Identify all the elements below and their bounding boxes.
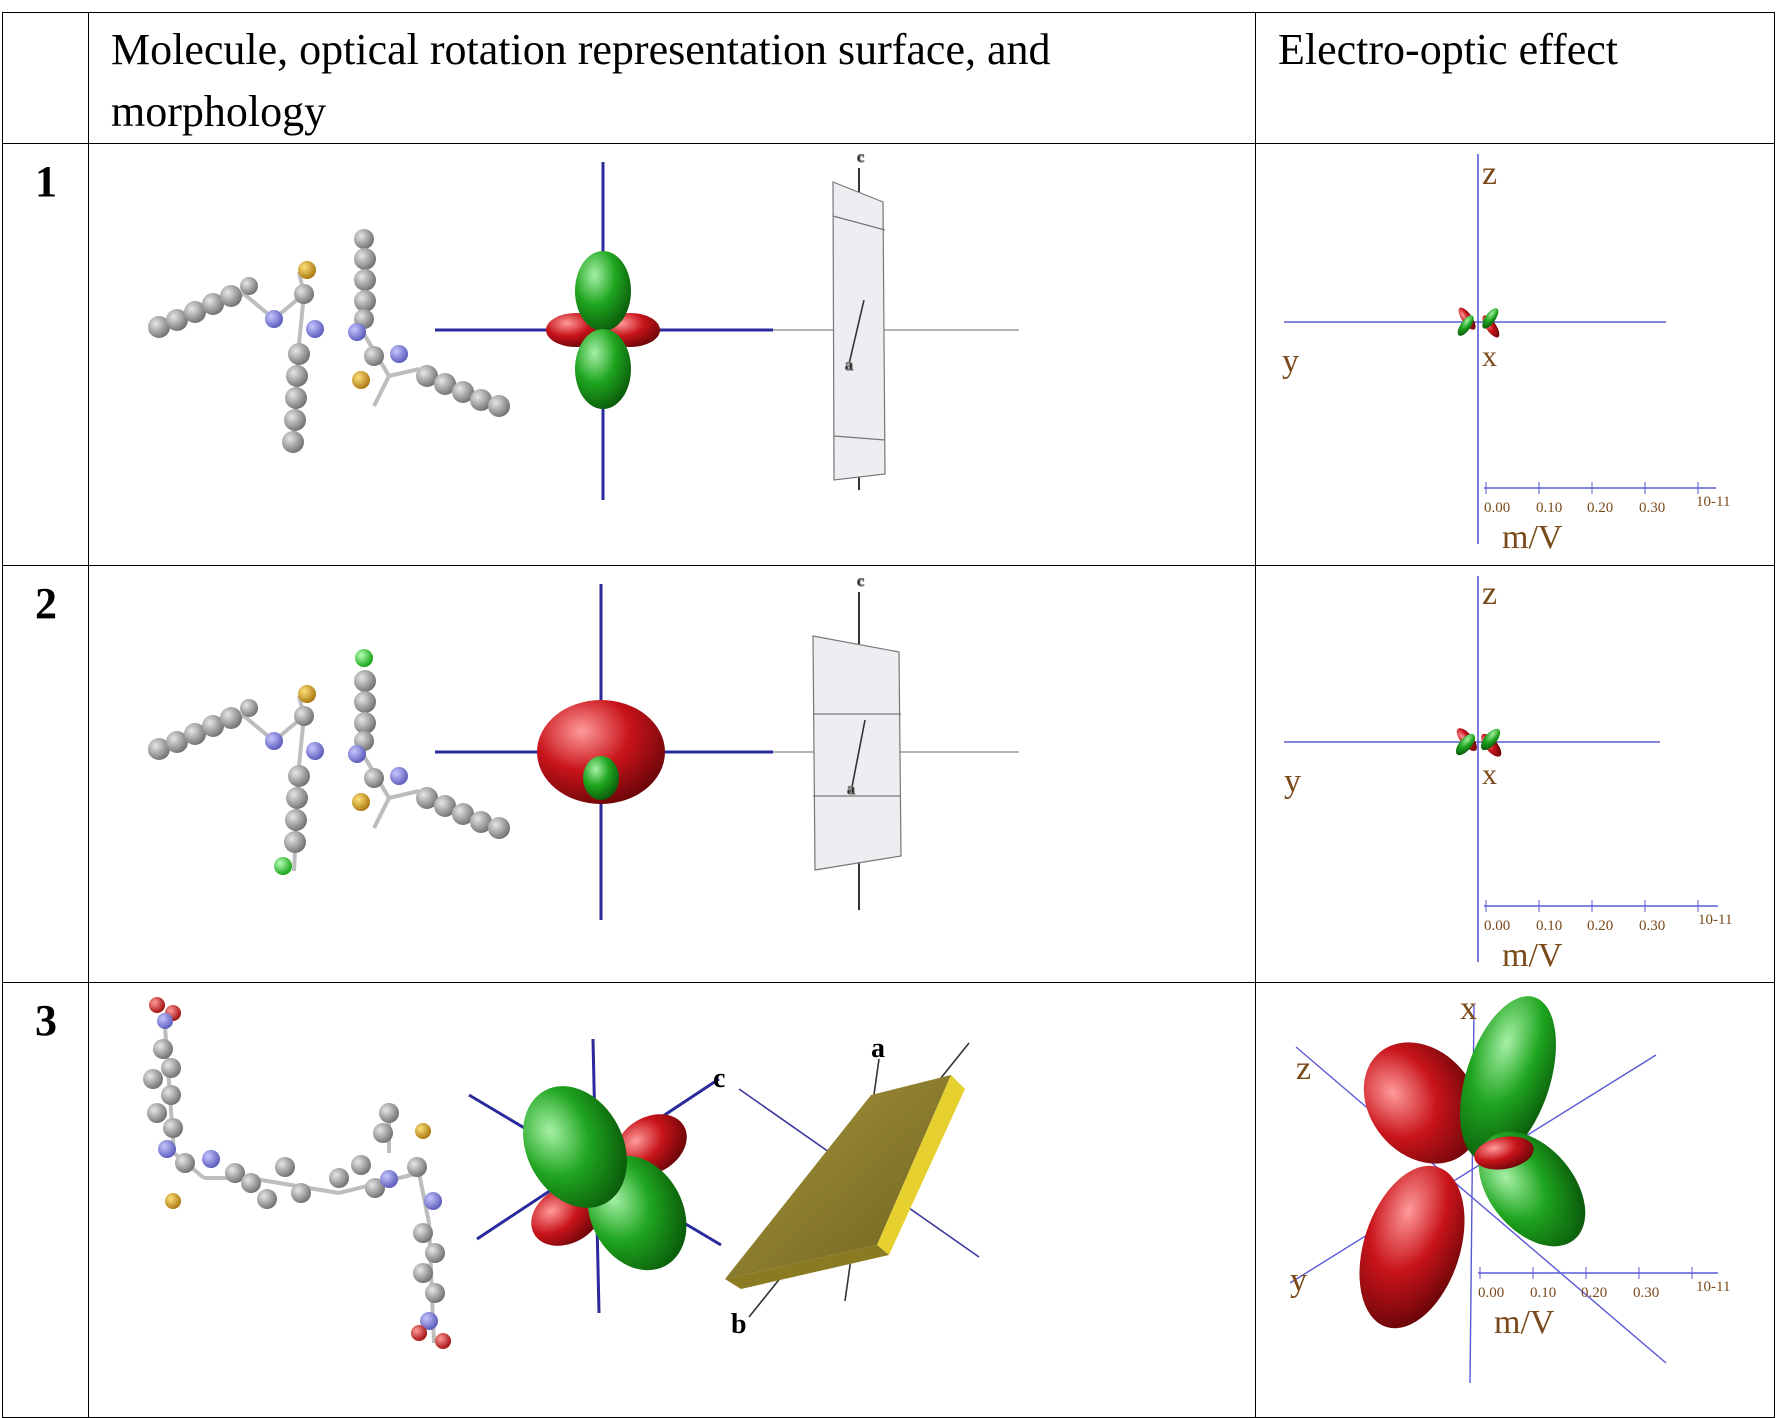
eo-tick-1-3: 0.10 [1530, 1285, 1556, 1301]
eo-axis-label-z-2: z [1482, 575, 1497, 612]
eo-tick-1-1: 0.10 [1536, 500, 1562, 516]
eo-axis-label-y-2: y [1284, 763, 1301, 800]
eo-axis-label-y-3: y [1290, 1262, 1307, 1299]
crystal-axis-a-2: a [847, 781, 855, 798]
header-molecule: Molecule, optical rotation representatio… [88, 12, 1256, 144]
molecule-atoms-2 [148, 649, 510, 875]
crystal-morphology-2: c a [773, 572, 1019, 910]
table-row-2: 2 [2, 565, 1775, 983]
header-molecule-line2: morphology [111, 87, 327, 136]
molecule-atoms-1 [148, 229, 510, 453]
header-empty-cell [2, 12, 89, 144]
crystal-axis-b-3: b [731, 1309, 747, 1340]
optical-rotation-surface-1 [435, 162, 773, 500]
row2-molecule-cell: c a [88, 565, 1256, 983]
crystal-axis-c-1: c [857, 149, 864, 166]
eo-tick-0-2: 0.00 [1484, 918, 1510, 934]
eo-exponent-3: 10-11 [1696, 1279, 1730, 1295]
row2-molecule-graphic: c a [148, 572, 1019, 920]
optical-rotation-surface-3: c [468, 1038, 725, 1314]
header-electro-optic: Electro-optic effect [1255, 12, 1775, 144]
eo-axis-label-y-1: y [1282, 343, 1299, 380]
figure-table: Molecule, optical rotation representatio… [2, 12, 1775, 1418]
eo-tick-3-2: 0.30 [1639, 918, 1665, 934]
row3-molecule-cell: c a b [88, 982, 1256, 1418]
eo-axis-label-x-2: x [1482, 758, 1497, 791]
eo-axes-1 [1284, 154, 1666, 544]
eo-tick-3-1: 0.30 [1639, 500, 1665, 516]
row-number-3: 3 [2, 982, 89, 1418]
header-eo-label: Electro-optic effect [1278, 25, 1618, 74]
eo-tick-1-2: 0.10 [1536, 918, 1562, 934]
optical-rotation-surface-2 [435, 584, 773, 920]
eo-axis-label-x-1: x [1482, 340, 1497, 373]
molecule-atoms-3 [143, 997, 451, 1349]
crystal-axis-a-1: a [845, 357, 853, 374]
eo-axis-label-x-3: x [1460, 990, 1477, 1027]
surface-axis-c-3: c [713, 1063, 725, 1094]
eo-unit-2: m/V [1502, 937, 1563, 974]
eo-tick-0-3: 0.00 [1478, 1285, 1504, 1301]
row3-eo-graphic: x z y 0.00 0.10 0.20 0.30 10-11 m/V [1289, 990, 1730, 1384]
eo-exponent-1: 10-11 [1696, 494, 1730, 510]
eo-axis-label-z-1: z [1482, 155, 1497, 192]
eo-axis-label-z-3: z [1296, 1050, 1311, 1087]
row1-eo-cell: z y x 0.00 0.10 0.20 0.30 10-11 m/V [1255, 143, 1775, 566]
table-row-1: 1 [2, 143, 1775, 566]
row-number-1: 1 [2, 143, 89, 566]
crystal-axis-a-3: a [871, 1033, 885, 1064]
eo-scale-bar-1: 0.00 0.10 0.20 0.30 10-11 m/V [1484, 482, 1730, 556]
eo-axes-2 [1284, 576, 1660, 962]
molecule-structure-2 [148, 671, 510, 872]
row2-eo-cell: z y x 0.00 0.10 0.20 0.30 10-11 m/V [1255, 565, 1775, 983]
crystal-morphology-3: a b [725, 1033, 980, 1340]
eo-unit-3: m/V [1494, 1304, 1555, 1341]
eo-tick-2-1: 0.20 [1587, 500, 1613, 516]
eo-scale-bar-2: 0.00 0.10 0.20 0.30 10-11 m/V [1484, 900, 1732, 974]
eo-tick-2-3: 0.20 [1581, 1285, 1607, 1301]
header-row: Molecule, optical rotation representatio… [2, 12, 1775, 144]
row-number-2: 2 [2, 565, 89, 983]
crystal-axis-c-2: c [857, 573, 864, 590]
table-row-3: 3 [2, 982, 1775, 1418]
row1-eo-graphic: z y x 0.00 0.10 0.20 0.30 10-11 m/V [1282, 154, 1730, 556]
eo-exponent-2: 10-11 [1698, 912, 1732, 928]
eo-surface-3 [1359, 996, 1586, 1329]
crystal-morphology-1: c a [773, 148, 1019, 490]
eo-scale-bar-3: 0.00 0.10 0.20 0.30 10-11 m/V [1478, 1267, 1730, 1341]
eo-surface-2 [1455, 728, 1502, 757]
molecule-structure-1 [148, 244, 510, 445]
row1-molecule-cell: c a [88, 143, 1256, 566]
row3-eo-cell: x z y 0.00 0.10 0.20 0.30 10-11 m/V [1255, 982, 1775, 1418]
row3-molecule-graphic: c a b [143, 997, 980, 1349]
eo-tick-2-2: 0.20 [1587, 918, 1613, 934]
header-molecule-line1: Molecule, optical rotation representatio… [111, 25, 1051, 74]
eo-unit-1: m/V [1502, 519, 1563, 556]
eo-tick-0-1: 0.00 [1484, 500, 1510, 516]
eo-tick-3-3: 0.30 [1633, 1285, 1659, 1301]
row1-molecule-graphic: c a [148, 148, 1019, 500]
row2-eo-graphic: z y x 0.00 0.10 0.20 0.30 10-11 m/V [1284, 575, 1732, 974]
eo-surface-1 [1457, 307, 1500, 338]
